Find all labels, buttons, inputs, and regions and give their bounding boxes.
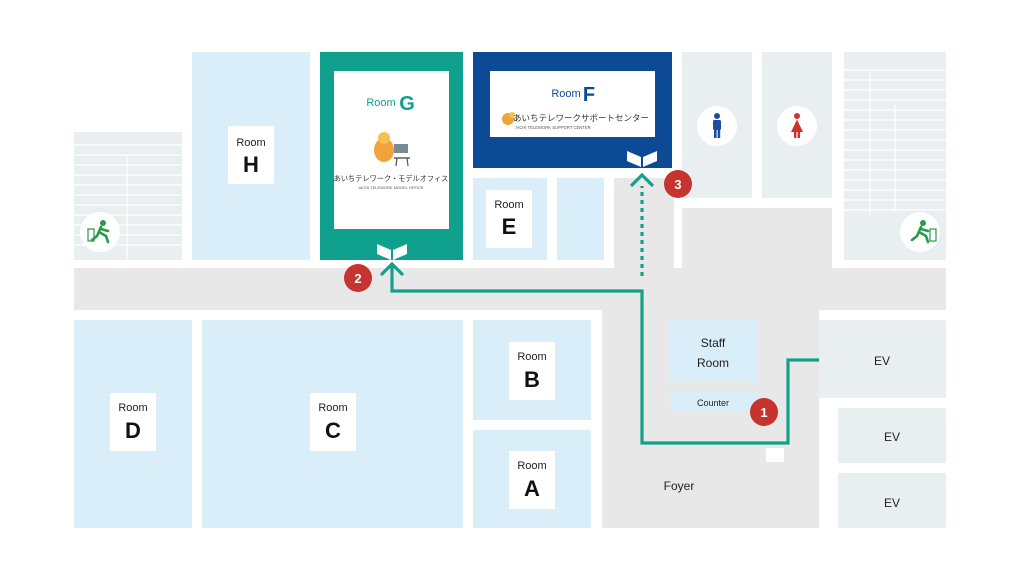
room-f-logo-subtitle: AICHI TELEWORK SUPPORT CENTER <box>515 125 590 130</box>
elevator-2 <box>838 408 946 463</box>
room-small <box>557 178 604 260</box>
door-icon <box>627 151 657 167</box>
svg-text:2: 2 <box>354 271 361 286</box>
room-h-word: Room <box>236 137 265 149</box>
staff-room <box>670 320 757 382</box>
elevator-3 <box>838 473 946 528</box>
room-e-word: Room <box>494 199 523 211</box>
emergency-exit-icon <box>900 212 940 252</box>
counter-label: Counter <box>697 398 729 408</box>
elevator-label-2: EV <box>884 430 900 444</box>
marker-3: 3 <box>664 170 692 198</box>
room-d-letter: D <box>125 418 141 443</box>
room-b-word: Room <box>517 351 546 363</box>
svg-text:3: 3 <box>674 177 681 192</box>
model-office-logo-icon <box>374 132 410 167</box>
svg-text:1: 1 <box>760 405 767 420</box>
staff-room-line2: Room <box>697 356 729 370</box>
room-f-word: Room <box>551 88 580 100</box>
mens-restroom-icon <box>697 106 737 146</box>
emergency-exit-icon <box>80 212 120 252</box>
room-e-letter: E <box>502 214 517 239</box>
room-d-word: Room <box>118 402 147 414</box>
elevator-label-1: EV <box>874 354 890 368</box>
route-path <box>379 172 819 445</box>
room-f-letter: F <box>583 84 595 106</box>
marker-1: 1 <box>750 398 778 426</box>
room-c-letter: C <box>325 418 341 443</box>
room-g-word: Room <box>366 97 395 109</box>
room-g-logo-subtitle: AICHI TELEWORK MODEL OFFICE <box>358 185 423 190</box>
foyer-label: Foyer <box>664 479 695 493</box>
womens-restroom-icon <box>777 106 817 146</box>
door-icon <box>377 244 407 260</box>
room-g-letter: G <box>399 93 415 115</box>
room-h-letter: H <box>243 152 259 177</box>
foyer-door-notch <box>766 448 784 462</box>
room-g-logo-title: あいちテレワーク・モデルオフィス <box>334 174 449 183</box>
room-f-logo-title: あいちテレワークサポートセンター <box>513 114 649 124</box>
elevator-1 <box>819 320 946 398</box>
marker-2: 2 <box>344 264 372 292</box>
counter <box>670 392 757 412</box>
support-center-logo-icon <box>502 112 515 125</box>
room-a-letter: A <box>524 476 540 501</box>
elevator-label-3: EV <box>884 496 900 510</box>
staff-room-line1: Staff <box>701 336 726 350</box>
room-c-word: Room <box>318 402 347 414</box>
room-a-word: Room <box>517 460 546 472</box>
room-b-letter: B <box>524 367 540 392</box>
foyer <box>602 430 757 528</box>
